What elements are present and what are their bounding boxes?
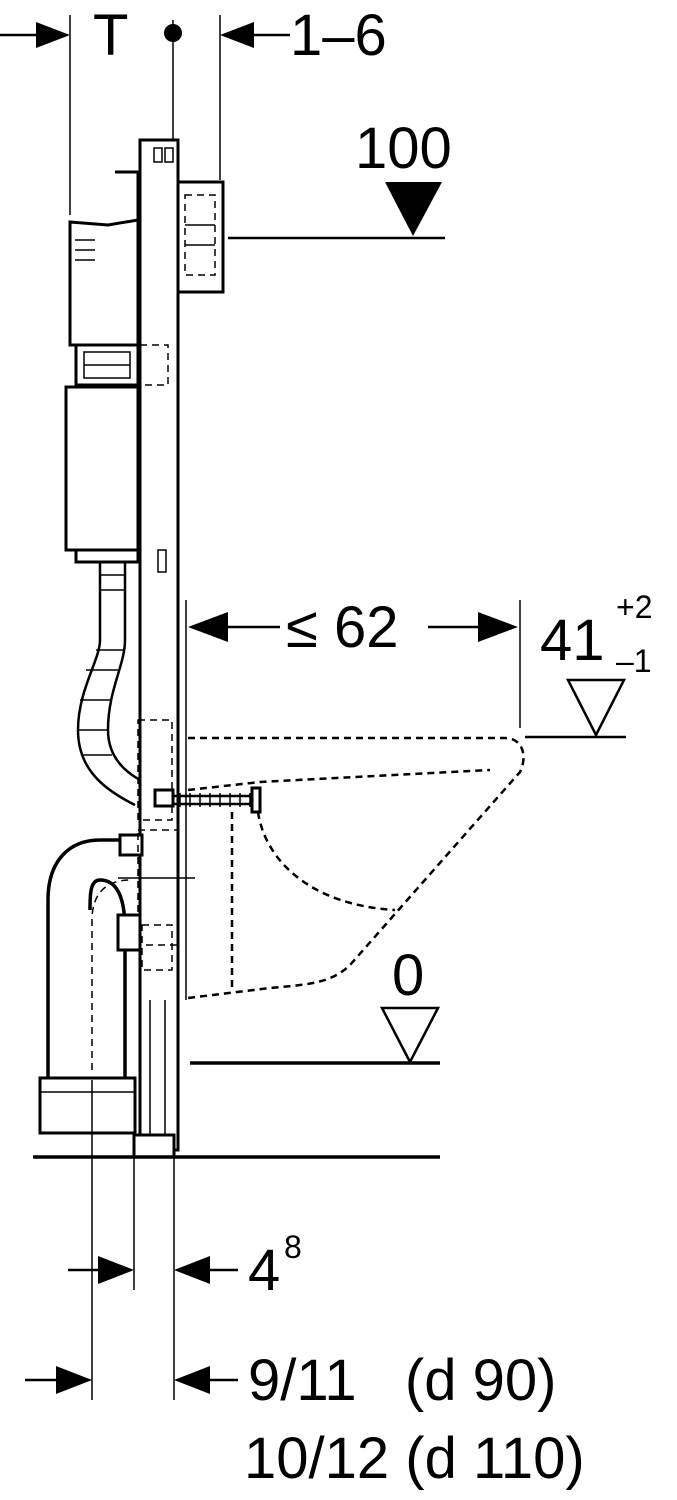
dim-1-6-label: 1–6 [290, 3, 387, 68]
level-triangle-filled-icon [385, 182, 442, 236]
mounting-bolts [137, 719, 262, 821]
drain-bend [38, 829, 195, 1135]
floor-level: 0 [190, 943, 441, 1065]
level-triangle-outline-icon [379, 1006, 441, 1065]
dim-t-label: T [93, 3, 128, 68]
seat-height-label: 41 [540, 608, 605, 673]
bottom-extension-lines [91, 1080, 175, 1400]
drain-line1-label: 9/11 (d 90) [248, 1348, 556, 1413]
arrow-left-icon [174, 1366, 210, 1394]
arrow-right-icon [56, 1366, 92, 1394]
flush-pipe [76, 562, 141, 807]
level-100-label: 100 [355, 116, 452, 181]
drain-line2-label: 10/12 (d 110) [244, 1426, 585, 1491]
arrow-right-icon [36, 22, 70, 48]
frame-offset-sup: 8 [284, 1229, 302, 1265]
seat-depth-dimension: ≤ 62 [185, 595, 521, 1000]
level-100: 100 [228, 116, 452, 240]
level-triangle-outline-icon [565, 678, 627, 738]
frame-offset-label: 4 [248, 1238, 280, 1303]
mounting-frame [132, 138, 180, 1159]
actuator-box [176, 180, 225, 294]
top-dimension: T 1–6 [0, 3, 387, 215]
seat-height-tol-minus: –1 [616, 643, 652, 679]
arrow-left-icon [174, 1256, 210, 1284]
arrow-right-icon [98, 1256, 134, 1284]
drain-dimension: 9/11 (d 90) 10/12 (d 110) [25, 1348, 585, 1491]
arrow-right-icon [478, 612, 518, 642]
floor-level-label: 0 [392, 943, 424, 1008]
cistern [64, 170, 169, 564]
frame-offset-dimension: 4 8 [68, 1229, 302, 1303]
seat-depth-label: ≤ 62 [286, 595, 398, 660]
seat-height-level: 41 +2 –1 [525, 589, 652, 739]
arrow-left-icon [220, 22, 254, 48]
seat-height-tol-plus: +2 [616, 589, 652, 625]
arrow-left-icon [188, 612, 228, 642]
wc-bowl [187, 736, 525, 1000]
